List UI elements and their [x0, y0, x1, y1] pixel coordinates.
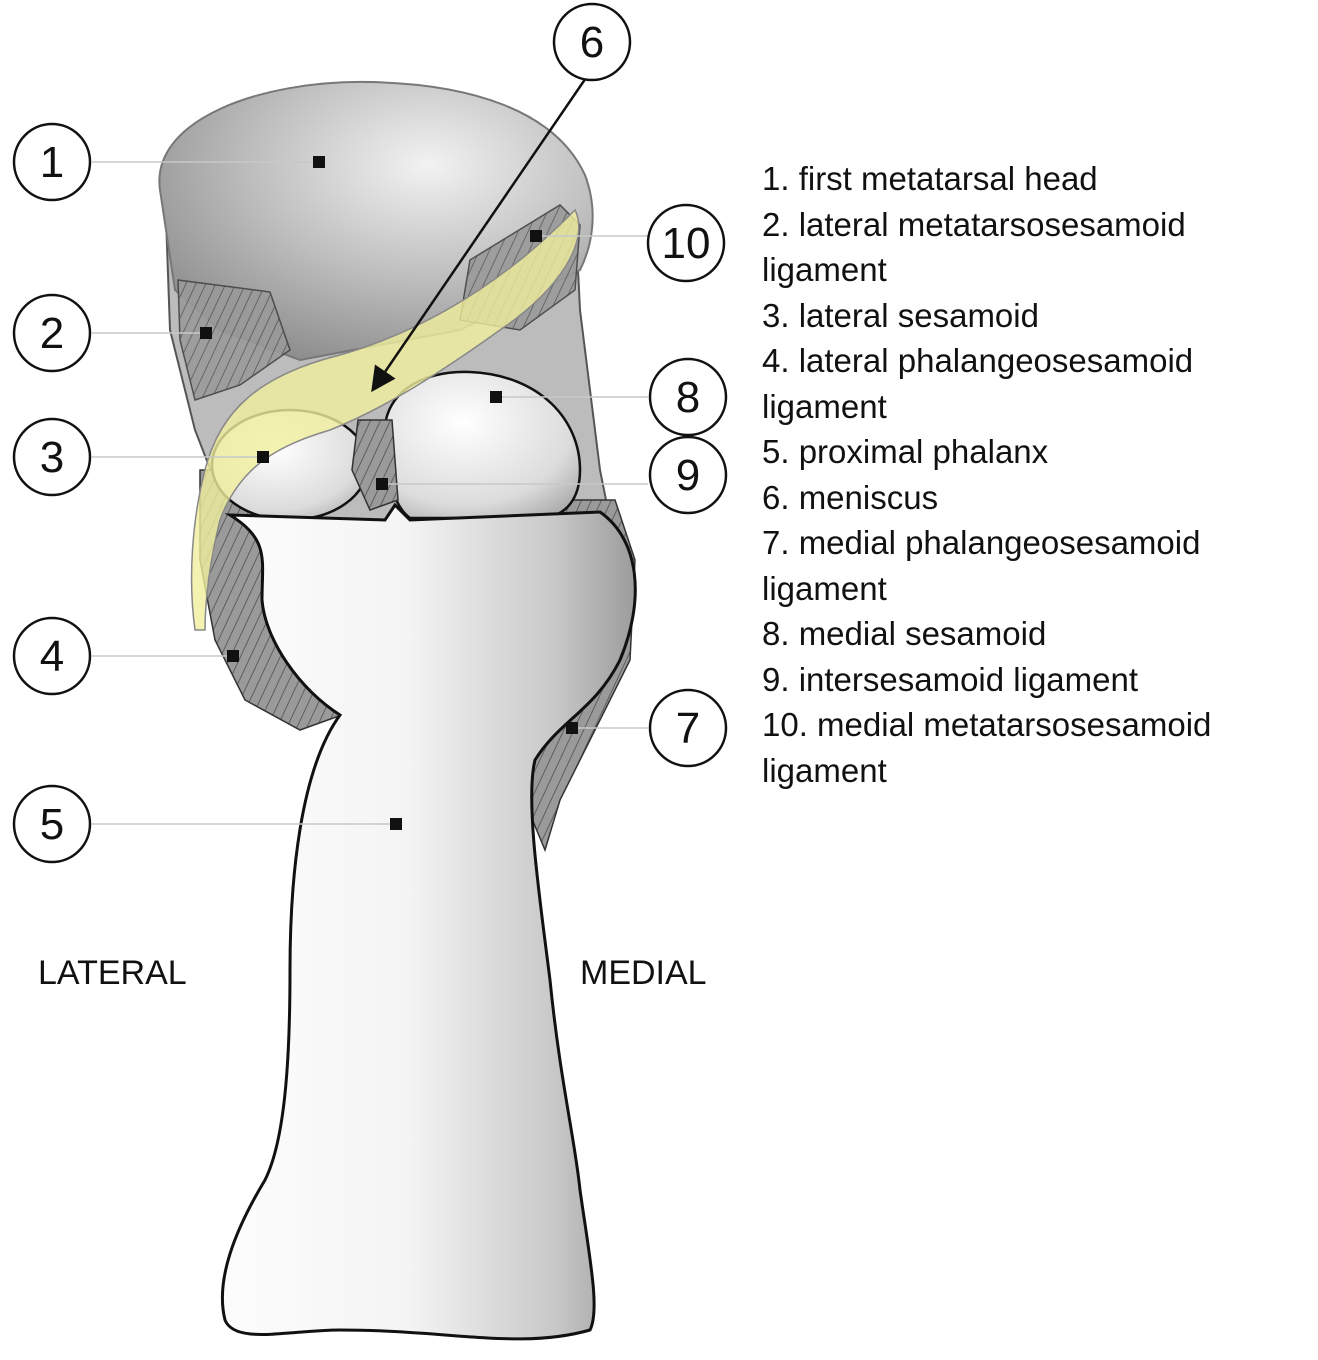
proximal-phalanx: [222, 505, 635, 1339]
callout-10: 10: [648, 205, 724, 281]
legend-item-2: 2. lateral metatarsosesamoid ligament: [762, 202, 1318, 293]
callout-8: 8: [650, 359, 726, 435]
legend-item-1: 1. first metatarsal head: [762, 156, 1318, 202]
legend-item-6: 6. meniscus: [762, 475, 1318, 521]
callout-6: 6: [554, 4, 630, 80]
marker-4: [227, 650, 239, 662]
callout-label: 1: [40, 138, 64, 187]
callout-label: 10: [662, 219, 711, 268]
legend: 1. first metatarsal head 2. lateral meta…: [762, 156, 1318, 793]
callout-5: 5: [14, 786, 90, 862]
callout-label: 4: [40, 632, 64, 681]
callout-label: 5: [40, 800, 64, 849]
callout-label: 6: [580, 18, 604, 67]
callout-9: 9: [650, 437, 726, 513]
callout-2: 2: [14, 295, 90, 371]
callout-4: 4: [14, 618, 90, 694]
legend-item-9: 9. intersesamoid ligament: [762, 657, 1318, 703]
marker-1: [313, 156, 325, 168]
marker-10: [530, 230, 542, 242]
marker-7: [566, 722, 578, 734]
legend-item-3: 3. lateral sesamoid: [762, 293, 1318, 339]
marker-3: [257, 451, 269, 463]
callout-label: 3: [40, 433, 64, 482]
medial-label: MEDIAL: [580, 954, 707, 992]
callout-3: 3: [14, 419, 90, 495]
legend-item-4: 4. lateral phalangeosesamoid ligament: [762, 338, 1318, 429]
callout-1: 1: [14, 124, 90, 200]
legend-item-7: 7. medial phalangeosesamoid ligament: [762, 520, 1318, 611]
callout-7: 7: [650, 690, 726, 766]
legend-item-10: 10. medial metatarsosesamoid ligament: [762, 702, 1318, 793]
legend-item-8: 8. medial sesamoid: [762, 611, 1318, 657]
callout-label: 2: [40, 309, 64, 358]
marker-9: [376, 478, 388, 490]
marker-5: [390, 818, 402, 830]
callout-label: 8: [676, 373, 700, 422]
callout-label: 9: [676, 451, 700, 500]
marker-8: [490, 391, 502, 403]
callout-label: 7: [676, 704, 700, 753]
lateral-label: LATERAL: [38, 954, 187, 992]
marker-2: [200, 327, 212, 339]
legend-item-5: 5. proximal phalanx: [762, 429, 1318, 475]
